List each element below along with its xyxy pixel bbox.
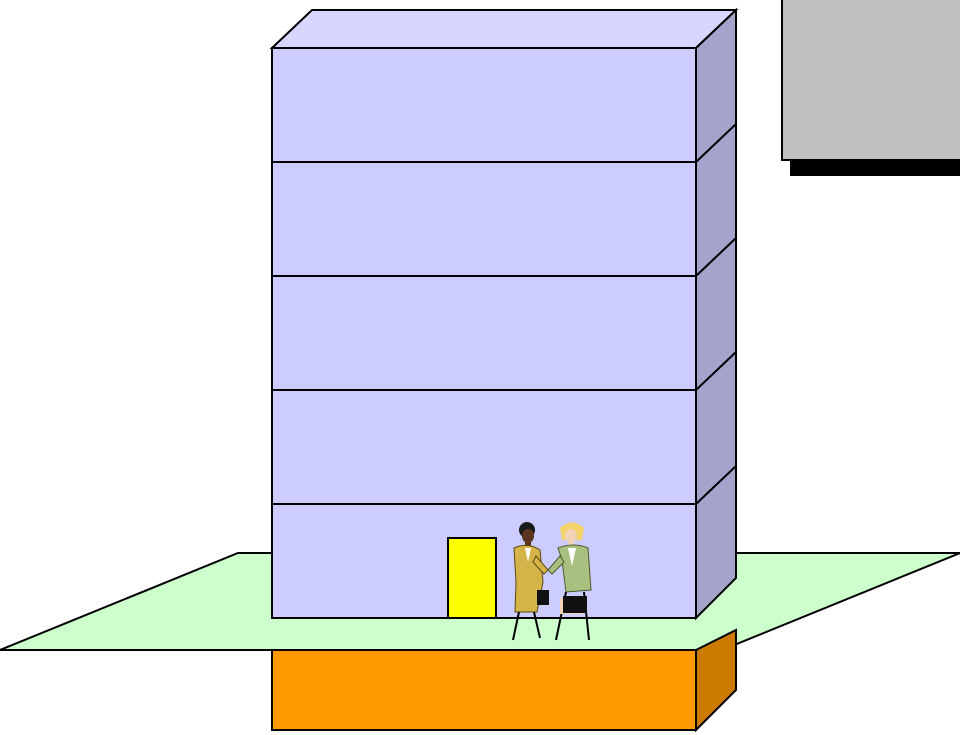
building-tower (272, 10, 736, 618)
building-floor-4 (272, 390, 696, 504)
basement-front (272, 650, 696, 730)
building-roof (272, 10, 736, 48)
door (448, 538, 496, 618)
building-floor-2 (272, 162, 696, 276)
building-floor-3 (272, 276, 696, 390)
grey-panel-box (782, 0, 960, 160)
grey-panel (782, 0, 960, 176)
building-side (696, 10, 736, 618)
building-floor-1 (272, 48, 696, 162)
